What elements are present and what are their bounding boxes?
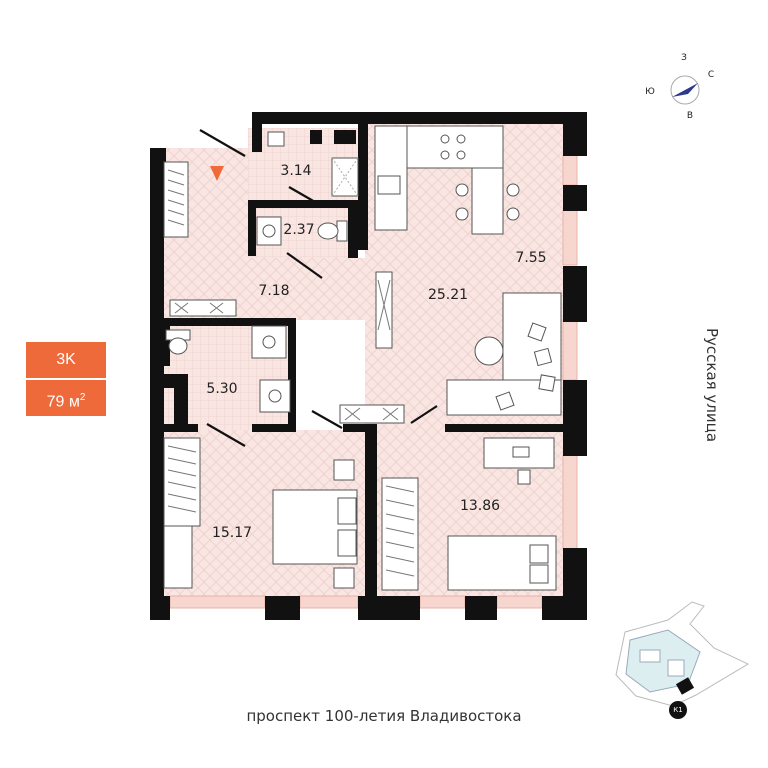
tv-stand — [375, 271, 393, 349]
windows — [169, 154, 578, 609]
area-badge: 79 м2 — [26, 380, 106, 416]
storage-shelf — [267, 131, 285, 147]
room-area-living: 25.21 — [427, 287, 469, 303]
compass-west: Ю — [645, 87, 655, 97]
console — [339, 404, 405, 424]
room-count-badge: 3K — [26, 342, 106, 378]
wardrobe-hall — [163, 161, 189, 238]
compass-icon — [670, 75, 700, 105]
doors — [199, 129, 438, 447]
street-bottom-label: проспект 100-летия Владивостока — [246, 707, 522, 725]
furniture — [163, 125, 562, 591]
room-area-storage: 3.14 — [280, 163, 312, 179]
compass-north: З — [681, 53, 687, 63]
area-label: 79 м — [46, 393, 80, 411]
room-area-wc: 2.37 — [283, 222, 315, 238]
room-area-bathroom: 5.30 — [206, 381, 238, 397]
coffee-table — [474, 336, 504, 366]
street-right-label: Русская улица — [703, 327, 721, 443]
site-plan-map — [615, 601, 750, 707]
dining-table — [471, 167, 504, 235]
room-count-label: 3K — [56, 351, 76, 368]
room-area-hall: 7.18 — [258, 283, 290, 299]
room-area-bedroom-1: 15.17 — [211, 525, 253, 541]
room-area-bedroom-2: 13.86 — [459, 498, 501, 514]
compass-east: С — [707, 70, 715, 80]
shoe-cabinet — [169, 299, 237, 317]
entrance-arrow-icon — [210, 166, 224, 181]
room-area-kitchen: 7.55 — [515, 250, 547, 266]
washing-machine — [251, 325, 287, 359]
area-unit: 2 — [79, 392, 86, 403]
walls — [150, 112, 587, 620]
compass-south: В — [686, 111, 694, 121]
shower — [331, 157, 359, 197]
kitchen-counter-top — [406, 125, 504, 169]
building-tag: К1 — [669, 701, 687, 719]
